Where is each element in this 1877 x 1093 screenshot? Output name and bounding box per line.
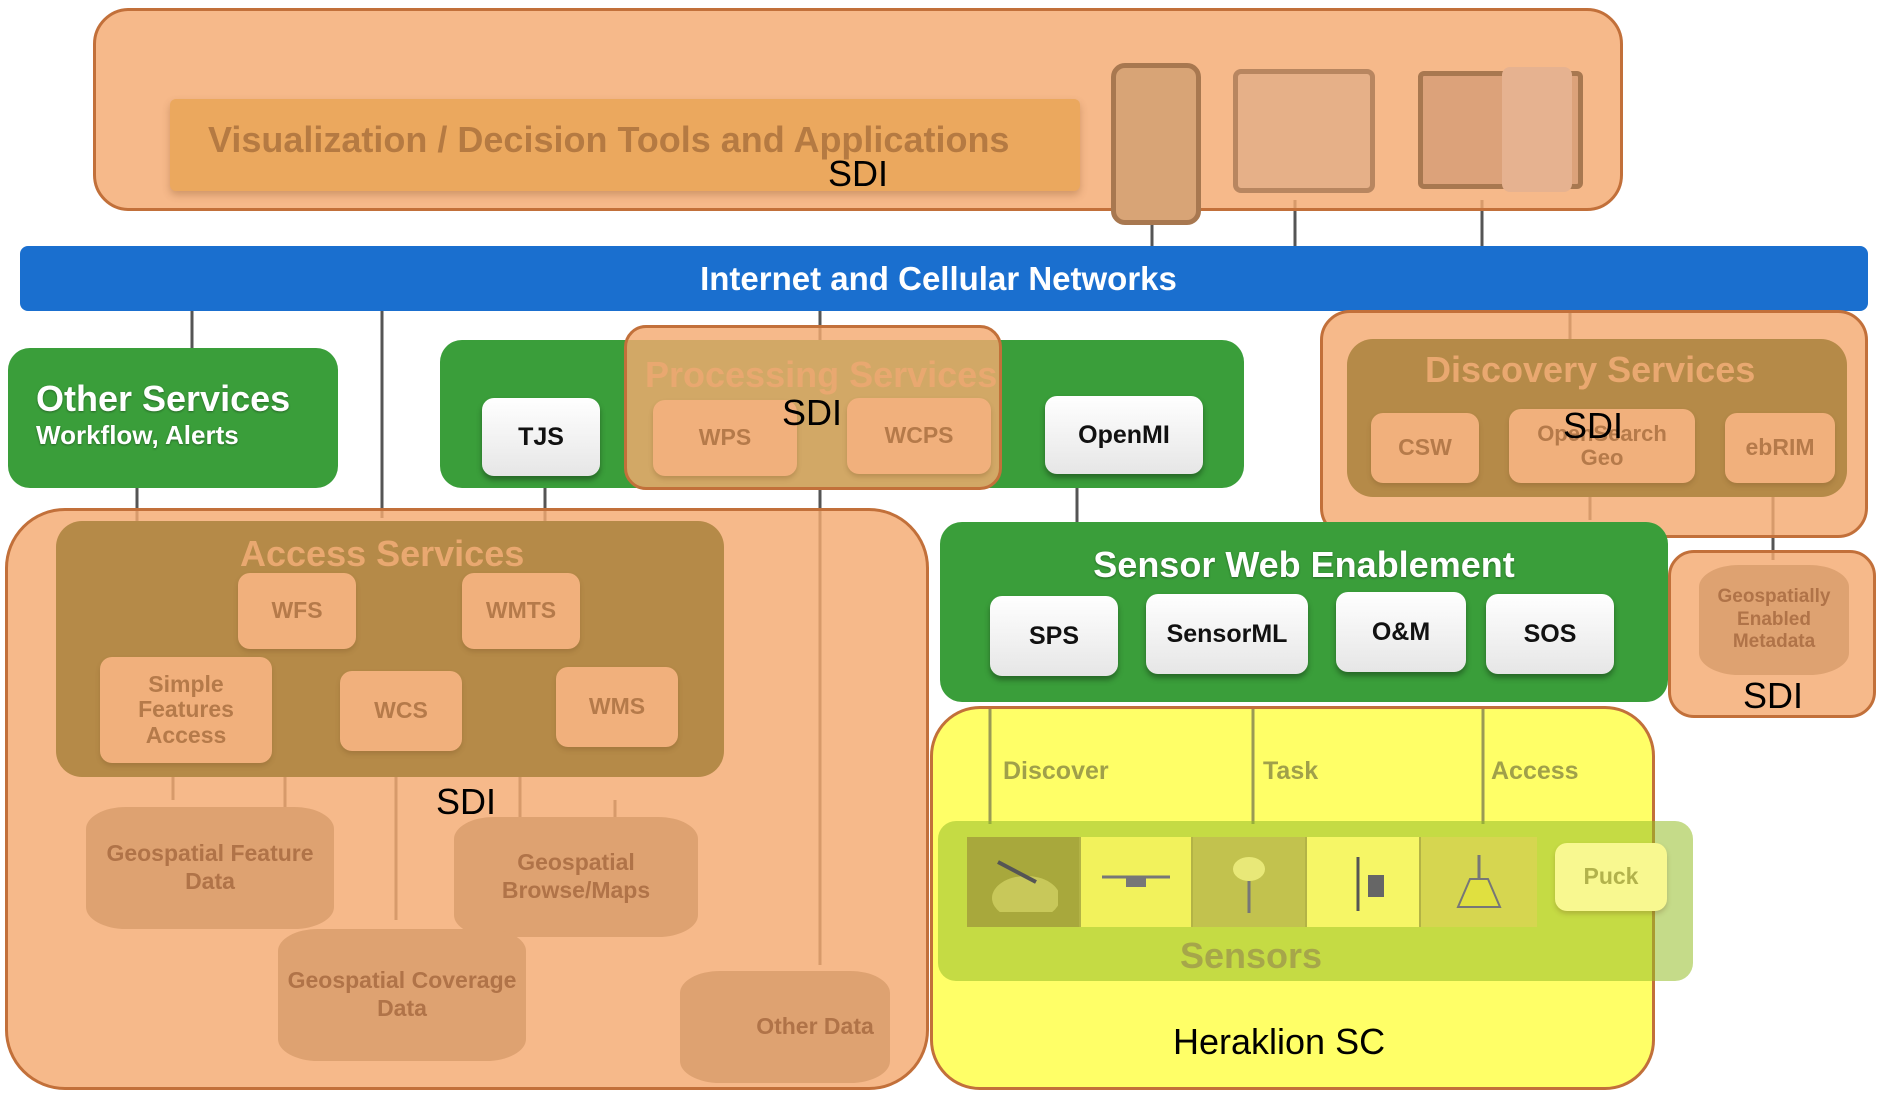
- visualization-layer: Visualization / Decision Tools and Appli…: [93, 8, 1623, 225]
- tablet-icon: [1233, 69, 1375, 193]
- sdi-label-discovery: SDI: [1563, 405, 1624, 446]
- weather-station-icon: [1307, 837, 1419, 927]
- other-services-panel: Other Services Workflow, Alerts: [8, 348, 338, 488]
- discovery-services-title: Discovery Services: [1425, 349, 1756, 390]
- satellite-icon: [967, 837, 1079, 927]
- geospatial-coverage-data: Geospatial Coverage Data: [278, 929, 526, 1061]
- sensorml-button[interactable]: SensorML: [1146, 594, 1308, 674]
- processing-sdi-overlay: Processing Services WPS WCPS SDI: [624, 325, 1002, 490]
- sdi-label-access: SDI: [436, 781, 497, 822]
- tjs-button[interactable]: TJS: [482, 398, 600, 476]
- visualization-bar: [170, 99, 1080, 191]
- drone-icon: [1081, 837, 1191, 927]
- om-button[interactable]: O&M: [1336, 592, 1466, 672]
- visualization-title: Visualization / Decision Tools and Appli…: [208, 119, 1010, 160]
- csw-button[interactable]: CSW: [1371, 413, 1479, 483]
- puck-button[interactable]: Puck: [1555, 843, 1667, 911]
- sps-button[interactable]: SPS: [990, 596, 1118, 676]
- sdi-label-top: SDI: [828, 153, 889, 194]
- openmi-button[interactable]: OpenMI: [1045, 396, 1203, 474]
- wcs-button[interactable]: WCS: [340, 671, 462, 751]
- geospatially-enabled-metadata: Geospatially Enabled Metadata: [1699, 565, 1849, 675]
- access-label: Access: [1491, 757, 1579, 785]
- swe-panel: Sensor Web Enablement SPS SensorML O&M S…: [940, 522, 1668, 702]
- desktop-tower-icon: [1502, 67, 1572, 192]
- geospatial-browse-maps: Geospatial Browse/Maps: [454, 817, 698, 937]
- marine-buoy-icon: [1421, 837, 1537, 927]
- swe-title: Sensor Web Enablement: [1093, 544, 1515, 585]
- other-services-subtitle: Workflow, Alerts: [36, 420, 239, 450]
- wms-button[interactable]: WMS: [556, 667, 678, 747]
- sensor-connector-lines: [988, 709, 1485, 824]
- sdi-label-metadata: SDI: [1743, 675, 1804, 716]
- sensor-images-strip: [967, 837, 1537, 927]
- task-label: Task: [1263, 757, 1319, 785]
- discover-label: Discover: [1003, 757, 1109, 785]
- processing-services-title: Processing Services: [645, 354, 998, 395]
- metadata-sdi-overlay: Geospatially Enabled Metadata SDI: [1668, 550, 1876, 718]
- simple-features-access-button[interactable]: Simple Features Access: [100, 657, 272, 763]
- access-sdi-overlay: Access Services WFS WMTS Simple Features…: [5, 508, 929, 1090]
- sdi-label-processing: SDI: [782, 392, 843, 433]
- geospatial-feature-data: Geospatial Feature Data: [86, 807, 334, 929]
- access-services-title: Access Services: [240, 533, 525, 574]
- opensearch-geo-button[interactable]: OpenSearch Geo: [1509, 409, 1695, 483]
- other-data: Other Data: [680, 971, 890, 1083]
- phone-icon: [1111, 63, 1201, 225]
- buoy-icon: [1193, 837, 1305, 927]
- wfs-button[interactable]: WFS: [238, 573, 356, 649]
- network-label: Internet and Cellular Networks: [700, 260, 1177, 297]
- wcps-button[interactable]: WCPS: [847, 398, 991, 474]
- other-services-title: Other Services: [36, 378, 291, 419]
- sensors-title: Sensors: [1179, 935, 1323, 976]
- sos-button[interactable]: SOS: [1486, 594, 1614, 674]
- ebrim-button[interactable]: ebRIM: [1725, 413, 1835, 483]
- heraklion-sc-overlay: Discover Task Access Puck Sensors Herakl…: [930, 706, 1693, 1090]
- wps-button[interactable]: WPS: [653, 400, 797, 476]
- wmts-button[interactable]: WMTS: [462, 573, 580, 649]
- discovery-sdi-overlay: Discovery Services CSW OpenSearch Geo eb…: [1320, 310, 1868, 538]
- network-bar: [20, 246, 1868, 311]
- heraklion-sc-label: Heraklion SC: [1173, 1021, 1386, 1062]
